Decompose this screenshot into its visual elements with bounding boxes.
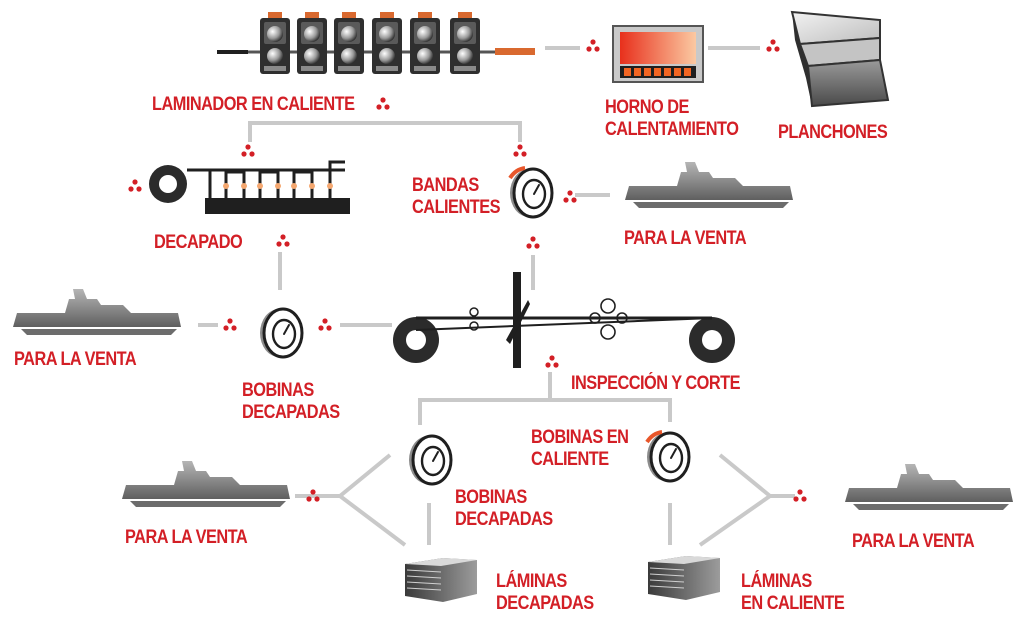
label-hot-bands: BANDAS CALIENTES bbox=[412, 175, 500, 218]
slabs bbox=[790, 10, 890, 108]
sheets-pickled bbox=[404, 557, 478, 603]
label-for-sale-4: PARA LA VENTA bbox=[852, 531, 975, 552]
ship-icon bbox=[625, 162, 793, 208]
ship-icon bbox=[13, 289, 181, 335]
label-pickled-coils: BOBINAS DECAPADAS bbox=[242, 380, 340, 423]
pickling-line bbox=[149, 160, 350, 214]
reheating-furnace bbox=[612, 25, 704, 83]
inspection-cut-line bbox=[393, 272, 735, 368]
label-hot-rolling-mill: LAMINADOR EN CALIENTE bbox=[152, 94, 355, 115]
coil-hot-bands bbox=[508, 166, 554, 219]
ship-icon bbox=[845, 464, 1013, 510]
ship-icon bbox=[122, 461, 290, 507]
label-pickled-sheets: LÁMINAS DECAPADAS bbox=[496, 571, 594, 614]
label-pickled-coils-2: BOBINAS DECAPADAS bbox=[455, 487, 553, 530]
connector-lines bbox=[198, 46, 795, 547]
label-pickling: DECAPADO bbox=[154, 232, 243, 253]
hot-rolling-mill bbox=[217, 12, 535, 74]
sheets-hot bbox=[647, 555, 721, 601]
coil-pickled-2 bbox=[407, 434, 453, 486]
label-for-sale-1: PARA LA VENTA bbox=[624, 228, 747, 249]
coil-pickled bbox=[258, 307, 304, 359]
label-reheating-furnace: HORNO DE CALENTAMIENTO bbox=[605, 97, 739, 140]
coil-hot bbox=[645, 430, 691, 483]
label-for-sale-2: PARA LA VENTA bbox=[14, 349, 137, 370]
label-hot-sheets: LÁMINAS EN CALIENTE bbox=[741, 571, 845, 614]
label-hot-coils: BOBINAS EN CALIENTE bbox=[531, 427, 629, 470]
label-for-sale-3: PARA LA VENTA bbox=[125, 527, 248, 548]
label-slabs: PLANCHONES bbox=[778, 122, 888, 143]
label-inspection-cutting: INSPECCIÓN Y CORTE bbox=[571, 373, 740, 394]
